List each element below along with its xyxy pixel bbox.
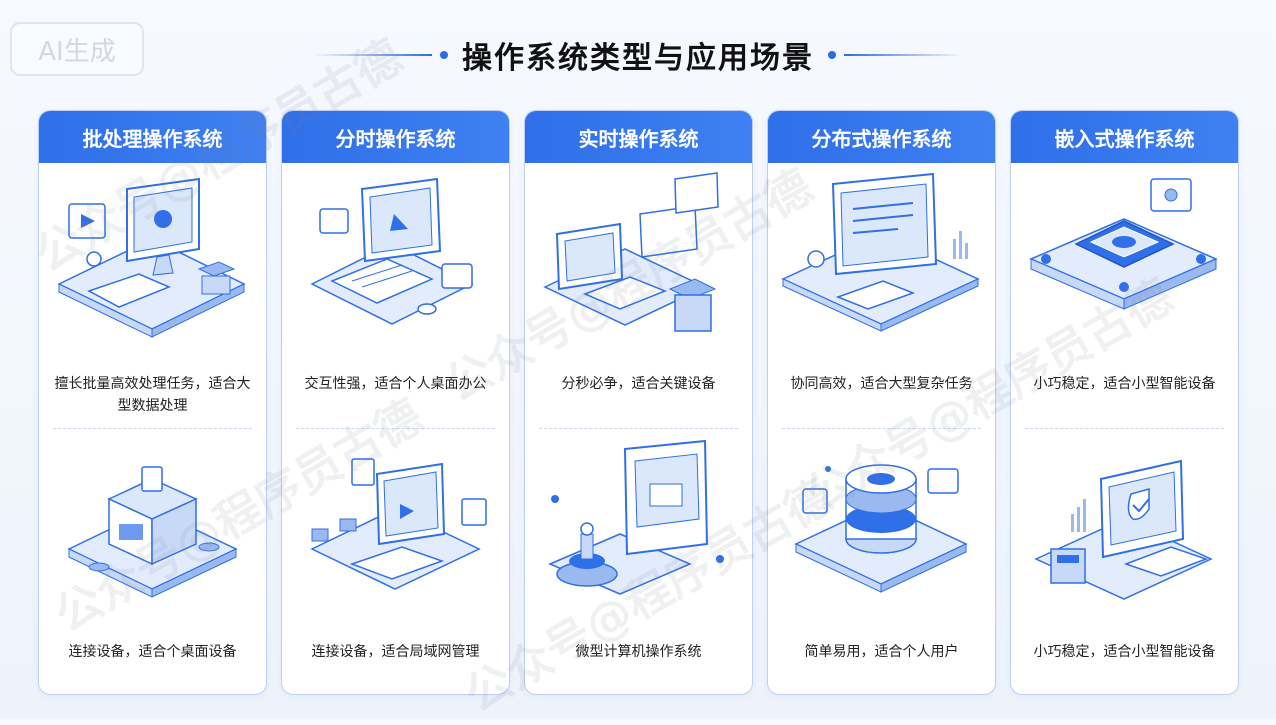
card-bottom-description: 简单易用，适合个人用户 (804, 644, 959, 660)
card-title: 分布式操作系统 (768, 111, 995, 163)
card-top-description: 擅长批量高效处理任务，适合大型数据处理 (54, 376, 251, 414)
timesharing-network-illustration (310, 458, 487, 590)
card-title: 批处理操作系统 (39, 111, 266, 163)
header-dot-right (828, 51, 836, 59)
timesharing-laptop-illustration (310, 177, 474, 325)
batch-server-illustration (67, 466, 238, 598)
card-bottom-description: 微型计算机操作系统 (575, 644, 702, 660)
page-header: 操作系统类型与应用场景 (0, 30, 1276, 80)
card-divider (296, 428, 495, 429)
card-top-description: 协同高效，适合大型复杂任务 (790, 376, 973, 392)
card-top-description: 小巧稳定，适合小型智能设备 (1033, 376, 1216, 392)
batch-computer-illustration (57, 177, 246, 338)
realtime-monitor-illustration (543, 172, 719, 332)
card-embedded-os: 嵌入式操作系统 小巧稳定，适合小型智能设备 (1010, 110, 1239, 695)
card-divider (53, 428, 252, 429)
card-divider (539, 428, 738, 429)
embedded-chip-illustration (1029, 178, 1218, 310)
card-divider (782, 428, 981, 429)
ai-generated-badge: AI生成 (10, 22, 144, 76)
card-top-description: 分秒必争，适合关键设备 (561, 376, 716, 392)
card-top-description: 交互性强，适合个人桌面办公 (304, 376, 487, 392)
card-title: 嵌入式操作系统 (1011, 111, 1238, 163)
card-distributed-os: 分布式操作系统 协同高效，适合大型复杂任务 (767, 110, 996, 695)
realtime-microcomputer-illustration (548, 439, 724, 595)
os-type-cards: 批处理操作系统 擅长批量高效处理任务，适合大型数据处理 (38, 110, 1239, 695)
card-bottom-description: 小巧稳定，适合小型智能设备 (1033, 644, 1216, 660)
card-bottom-description: 连接设备，适合个桌面设备 (68, 644, 237, 660)
embedded-device-illustration (1034, 459, 1213, 600)
header-dot-left (440, 51, 448, 59)
card-bottom-description: 连接设备，适合局域网管理 (311, 644, 480, 660)
card-batch-os: 批处理操作系统 擅长批量高效处理任务，适合大型数据处理 (38, 110, 267, 695)
header-line-right (844, 54, 964, 56)
header-line-left (312, 54, 432, 56)
card-title: 分时操作系统 (282, 111, 509, 163)
card-divider (1025, 428, 1224, 429)
distributed-workstation-illustration (781, 172, 980, 332)
card-title: 实时操作系统 (525, 111, 752, 163)
card-realtime-os: 实时操作系统 分秒必争，适合关键设备 微型计算机操作系统 (524, 110, 753, 695)
page-title: 操作系统类型与应用场景 (462, 41, 814, 76)
card-timesharing-os: 分时操作系统 交互性强，适合个人桌面办公 连接设备，适合局域网管理 (281, 110, 510, 695)
distributed-database-illustration (794, 464, 968, 593)
